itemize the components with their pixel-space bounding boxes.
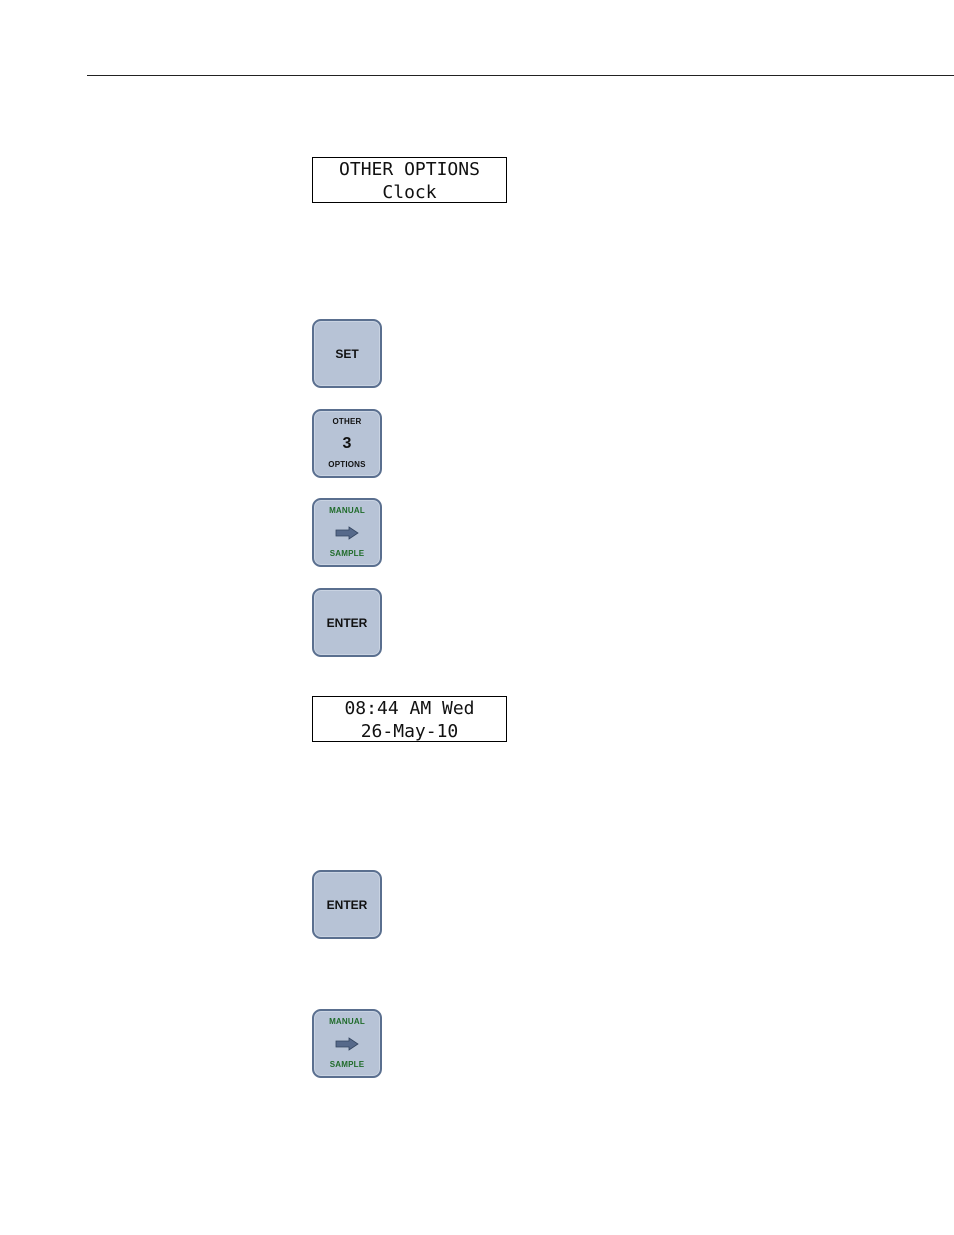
manual-sample-key-bottom: SAMPLE [314, 549, 380, 558]
enter-key[interactable]: ENTER [312, 588, 382, 657]
manual-sample-key-top: MANUAL [314, 1017, 380, 1026]
enter-key-label: ENTER [314, 898, 380, 912]
manual-sample-key[interactable]: MANUAL SAMPLE [312, 1009, 382, 1078]
set-key-label: SET [314, 347, 380, 361]
other-options-key-top: OTHER [314, 417, 380, 426]
other-options-key-digit: 3 [314, 435, 380, 453]
manual-sample-key-top: MANUAL [314, 506, 380, 515]
manual-sample-key[interactable]: MANUAL SAMPLE [312, 498, 382, 567]
set-key[interactable]: SET [312, 319, 382, 388]
lcd-display-other-options: OTHER OPTIONS Clock [312, 157, 507, 203]
other-options-key-bottom: OPTIONS [314, 460, 380, 469]
lcd-line-1: 08:44 AM Wed [313, 697, 506, 720]
lcd-display-clock: 08:44 AM Wed 26-May-10 [312, 696, 507, 742]
lcd-line-2: Clock [313, 181, 506, 204]
right-arrow-icon [335, 526, 359, 540]
lcd-line-1: OTHER OPTIONS [313, 158, 506, 181]
other-options-key[interactable]: OTHER 3 OPTIONS [312, 409, 382, 478]
enter-key[interactable]: ENTER [312, 870, 382, 939]
enter-key-label: ENTER [314, 616, 380, 630]
lcd-line-2: 26-May-10 [313, 720, 506, 743]
manual-sample-key-bottom: SAMPLE [314, 1060, 380, 1069]
header-rule [87, 75, 954, 76]
right-arrow-icon [335, 1037, 359, 1051]
